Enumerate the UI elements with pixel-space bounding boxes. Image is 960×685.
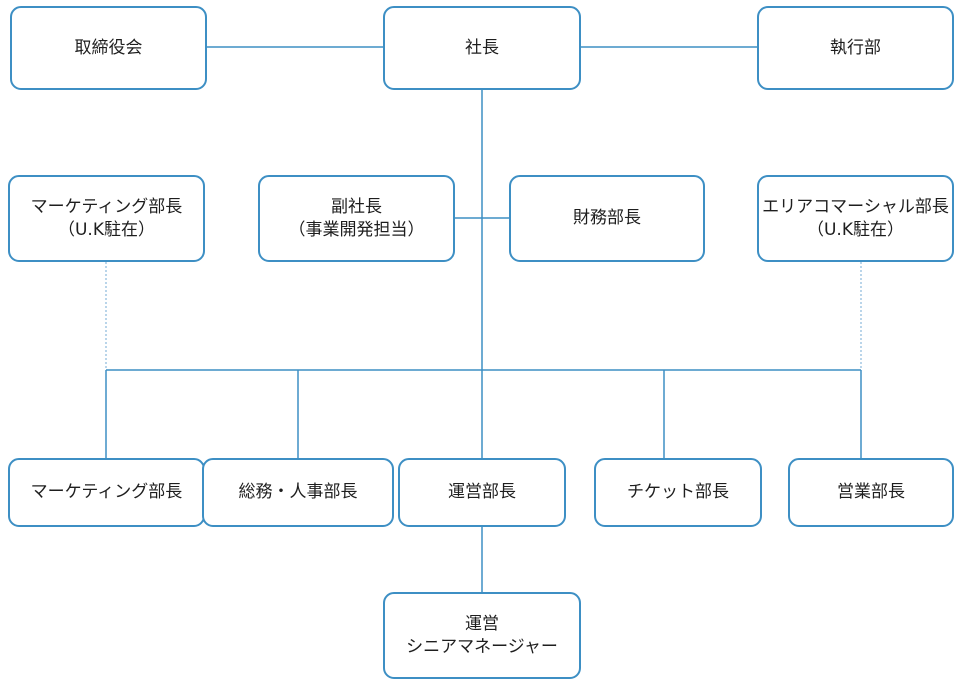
node-operations-senior-manager: 運営 シニアマネージャー: [383, 592, 581, 679]
node-marketing: マーケティング部長: [8, 458, 205, 527]
node-finance: 財務部長: [509, 175, 705, 262]
node-vice-president: 副社長 （事業開発担当）: [258, 175, 455, 262]
node-executive: 執行部: [757, 6, 954, 90]
node-general-affairs-hr: 総務・人事部長: [202, 458, 394, 527]
node-operations: 運営部長: [398, 458, 566, 527]
node-president: 社長: [383, 6, 581, 90]
node-marketing-uk: マーケティング部長 （U.K駐在）: [8, 175, 205, 262]
node-sales: 営業部長: [788, 458, 954, 527]
node-board: 取締役会: [10, 6, 207, 90]
node-area-commercial-uk: エリアコマーシャル部長 （U.K駐在）: [757, 175, 954, 262]
node-ticketing: チケット部長: [594, 458, 762, 527]
